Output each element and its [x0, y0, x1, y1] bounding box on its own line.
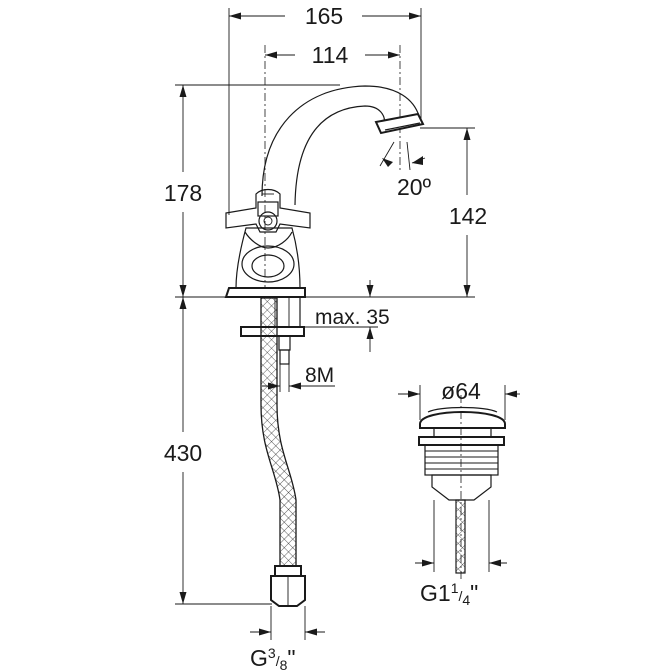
- spout-height-label: 142: [449, 203, 487, 229]
- overall-height-label: 178: [164, 180, 202, 206]
- dimension-spout-reach: 114: [264, 42, 401, 300]
- dimension-hose-length: 430: [164, 297, 272, 605]
- fixing-rod-label: 8M: [305, 364, 334, 387]
- dimension-hose-connection: G3/8": [250, 606, 325, 672]
- dimension-overall-width: 165: [228, 3, 422, 215]
- hose-connection-label: G3/8": [250, 645, 296, 672]
- dimension-waste-thread: G11/4": [415, 500, 507, 608]
- dimension-waste-diameter: ø64: [398, 378, 520, 420]
- faucet-body: [224, 85, 425, 298]
- waste-valve: [418, 395, 506, 580]
- waste-diameter-label: ø64: [441, 378, 481, 404]
- spout-reach-label: 114: [312, 42, 349, 68]
- overall-width-label: 165: [305, 3, 343, 29]
- flexible-hose: [260, 297, 306, 607]
- dimension-overall-height: 178: [164, 84, 340, 298]
- dimension-fixing-rod: 8M: [262, 364, 335, 392]
- dimension-spout-height: 142: [300, 127, 487, 298]
- dimension-max-thickness: max. 35: [305, 280, 390, 352]
- dimension-spout-angle: 20º: [379, 141, 432, 200]
- max-thickness-label: max. 35: [315, 306, 390, 329]
- waste-thread-label: G11/4": [420, 580, 478, 608]
- hose-length-label: 430: [164, 440, 202, 466]
- spout-angle-label: 20º: [397, 174, 432, 200]
